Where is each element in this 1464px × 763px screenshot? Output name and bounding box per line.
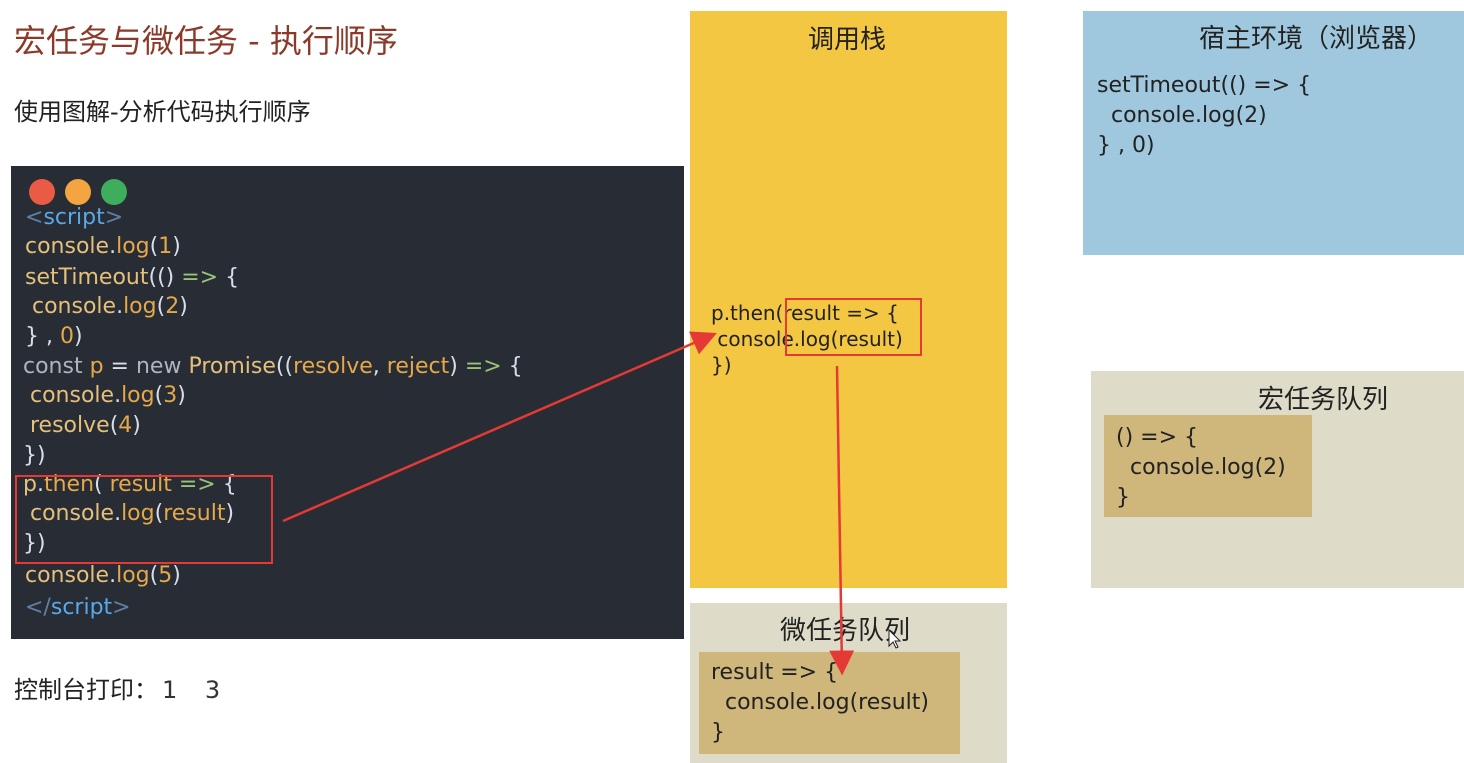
macro-task-item: () => { console.log(2) } [1104, 415, 1312, 517]
code-line-resolve: resolve(4) [23, 413, 141, 438]
host-environment-code: setTimeout(() => { console.log(2) } , 0) [1097, 73, 1312, 158]
page-title: 宏任务与微任务 - 执行顺序 [14, 22, 398, 60]
console-output-label: 控制台打印： [14, 676, 158, 704]
code-line-log-3: console.log(3) [23, 383, 186, 408]
call-stack-code: p.then(result => { console.log(result) }… [711, 301, 903, 377]
then-highlight-box [15, 475, 273, 564]
host-environment-title: 宿主环境（浏览器） [1199, 24, 1434, 54]
arrow-to-micro-queue [829, 365, 855, 676]
code-editor: <script> console.log(1) setTimeout(() =>… [11, 166, 684, 639]
macro-task-item-code: () => { console.log(2) } [1116, 425, 1286, 510]
host-environment-panel: 宿主环境（浏览器） setTimeout(() => { console.log… [1083, 11, 1464, 255]
code-line-script-close: </script> [25, 595, 131, 620]
micro-task-queue-title: 微任务队列 [780, 616, 911, 646]
console-output: 控制台打印：1 3 [14, 670, 220, 705]
code-line-timeout-close: } , 0) [25, 324, 83, 349]
code-line-script-open: <script> [25, 205, 124, 230]
code-line-then-close: }) [23, 531, 46, 556]
code-line-log-5: console.log(5) [25, 563, 181, 588]
window-close-dot[interactable] [29, 179, 55, 205]
mouse-cursor-icon [888, 628, 902, 649]
code-line-log-result: console.log(result) [23, 501, 235, 526]
window-zoom-dot[interactable] [101, 179, 127, 205]
console-output-values: 1 3 [162, 676, 221, 704]
code-line-promise: const p = new Promise((resolve, reject) … [23, 354, 523, 379]
micro-task-item-code: result => { console.log(result) } [711, 660, 929, 745]
code-line-settimeout: setTimeout(() => { [25, 265, 240, 290]
call-stack-panel: 调用栈 p.then(result => { console.log(resul… [690, 11, 1007, 588]
subtitle: 使用图解-分析代码执行顺序 [14, 98, 311, 126]
code-line-promise-close: }) [23, 443, 46, 468]
arrow-to-call-stack [282, 331, 717, 523]
code-line-log-2: console.log(2) [25, 294, 188, 319]
call-stack-title: 调用栈 [808, 25, 887, 55]
callback-highlight-box [785, 298, 922, 356]
macro-task-queue-title: 宏任务队列 [1258, 385, 1389, 415]
code-line-log-1: console.log(1) [25, 234, 181, 259]
window-minimize-dot[interactable] [65, 179, 91, 205]
